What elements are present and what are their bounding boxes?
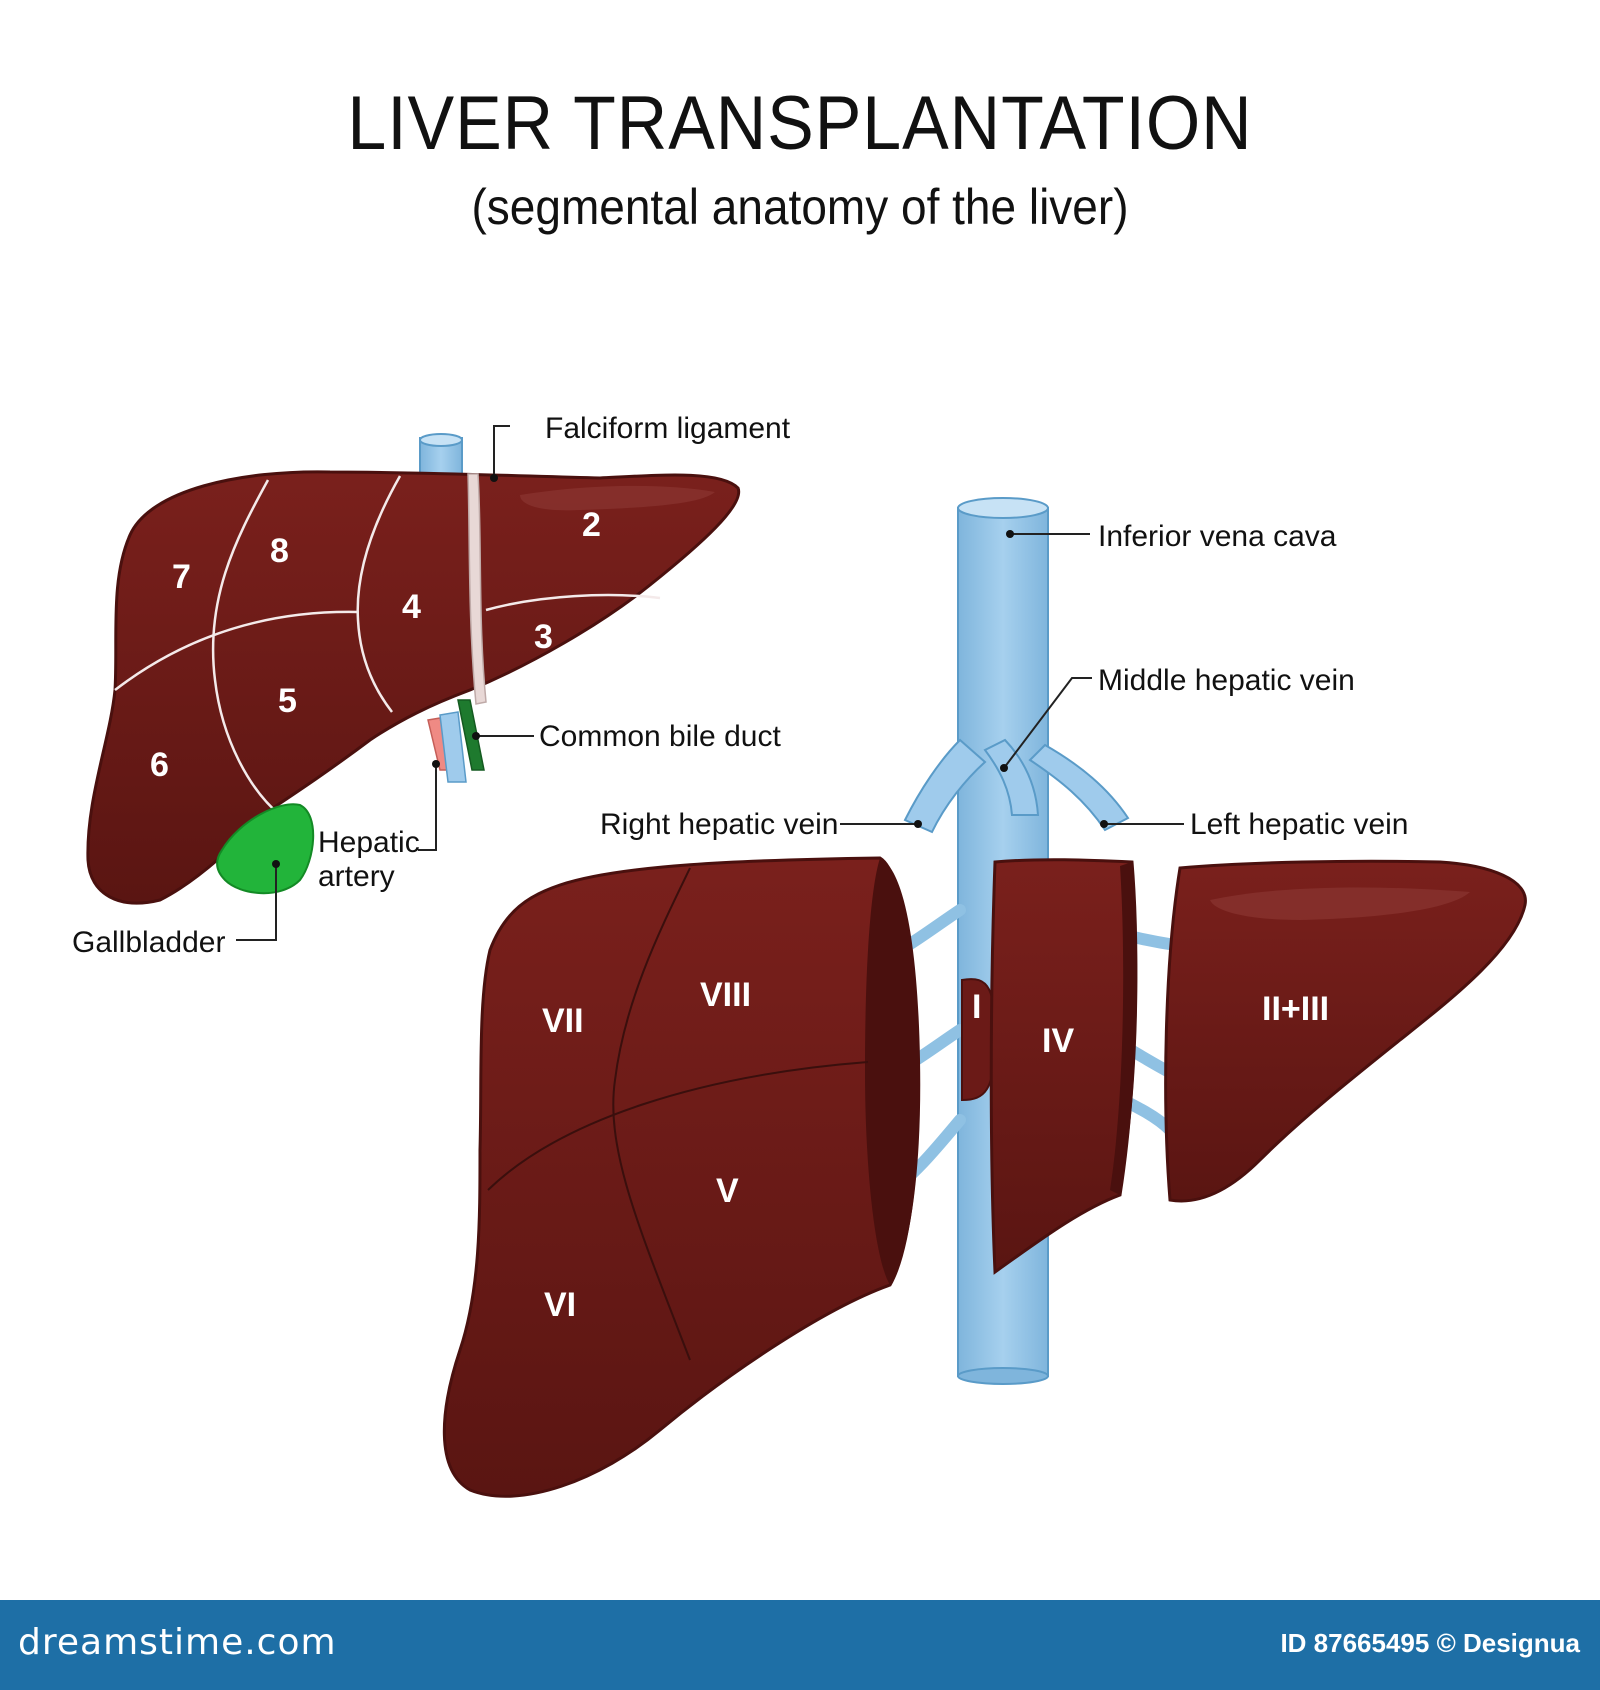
ivc-bottom xyxy=(957,1367,1049,1385)
segment-line-horizontal xyxy=(114,610,359,691)
leader-hepatic-artery xyxy=(418,764,437,851)
middle-hepatic-vein xyxy=(983,738,1040,816)
label-gallbladder: Gallbladder xyxy=(72,926,225,959)
segment-label-i: I xyxy=(972,988,981,1026)
segment-line-2-3 xyxy=(485,593,661,612)
right-lobe-block xyxy=(442,856,920,1498)
segment-label-vii: VII xyxy=(542,1002,584,1040)
label-hepatic-artery-line1: Hepatic xyxy=(318,826,420,859)
segment-ii-iii-block xyxy=(1164,859,1527,1203)
footer-bar: dreamstime.com ID 87665495 © Designua xyxy=(0,1600,1600,1690)
leader-gallbladder xyxy=(236,864,277,941)
segment-iv-block xyxy=(989,858,1138,1275)
segment-number-3: 3 xyxy=(534,618,553,656)
leader-dot-ivc xyxy=(1006,530,1014,538)
segmental-liver-illustration: VII VIII V VI I IV II+III Inferior vena … xyxy=(442,497,1527,1498)
segment-number-7: 7 xyxy=(172,558,191,596)
segment-ii-iii-highlight xyxy=(1210,887,1470,920)
common-bile-duct xyxy=(457,699,485,771)
label-falciform-ligament: Falciform ligament xyxy=(545,412,791,445)
leader-dot-common-bile-duct xyxy=(472,732,480,740)
leader-dot-gallbladder xyxy=(272,860,280,868)
segment-line-vii-viii xyxy=(612,867,691,1361)
leader-dot-falciform xyxy=(490,474,498,482)
segment-label-ii-iii: II+III xyxy=(1262,990,1329,1028)
segment-number-8: 8 xyxy=(270,532,289,570)
portal-vein-stub xyxy=(439,711,467,783)
footer-image-id: ID 87665495 © Designua xyxy=(1280,1628,1580,1658)
left-hepatic-vein xyxy=(1028,743,1130,832)
segment-label-v: V xyxy=(716,1172,739,1210)
leader-dot-hepatic-artery xyxy=(432,760,440,768)
segment-number-2: 2 xyxy=(582,506,601,544)
footer-logo[interactable]: dreamstime.com xyxy=(18,1622,337,1663)
segment-label-vi: VI xyxy=(544,1286,576,1324)
label-inferior-vena-cava: Inferior vena cava xyxy=(1098,520,1337,553)
right-hepatic-vein xyxy=(903,738,987,834)
gallbladder xyxy=(216,803,315,895)
page-title: LIVER TRANSPLANTATION xyxy=(347,81,1253,166)
segment-label-iv: IV xyxy=(1042,1022,1074,1060)
whole-liver-highlight xyxy=(520,485,715,511)
leader-dot-middle-hepatic-vein xyxy=(1000,764,1008,772)
segment-line-7-8 xyxy=(211,479,281,816)
segment-number-4: 4 xyxy=(402,588,421,626)
label-common-bile-duct: Common bile duct xyxy=(539,720,781,753)
ivc-top-opening xyxy=(957,497,1049,519)
right-lobe-cut-face xyxy=(865,858,921,1285)
segment-number-6: 6 xyxy=(150,746,169,784)
leader-dot-right-hepatic-vein xyxy=(914,820,922,828)
label-middle-hepatic-vein: Middle hepatic vein xyxy=(1098,664,1355,697)
leader-falciform xyxy=(493,425,510,478)
liver-diagram: 7 8 4 2 3 5 6 Falciform ligament Common … xyxy=(72,412,1527,1498)
label-left-hepatic-vein: Left hepatic vein xyxy=(1190,808,1408,841)
segment-label-viii: VIII xyxy=(700,976,751,1014)
page-subtitle: (segmental anatomy of the liver) xyxy=(471,179,1129,235)
falciform-ligament xyxy=(467,473,487,705)
segment-iv-cut-face xyxy=(1110,862,1138,1195)
ivc-stub-top xyxy=(419,433,463,447)
label-hepatic-artery-line2: artery xyxy=(318,860,395,893)
whole-liver-illustration: 7 8 4 2 3 5 6 Falciform ligament Common … xyxy=(72,412,791,959)
segment-number-5: 5 xyxy=(278,682,297,720)
segment-line-right-horizontal xyxy=(487,1061,869,1191)
label-right-hepatic-vein: Right hepatic vein xyxy=(600,808,838,841)
segment-line-8-4 xyxy=(356,475,402,713)
leader-dot-left-hepatic-vein xyxy=(1100,820,1108,828)
leader-middle-hepatic-vein xyxy=(1003,677,1092,769)
